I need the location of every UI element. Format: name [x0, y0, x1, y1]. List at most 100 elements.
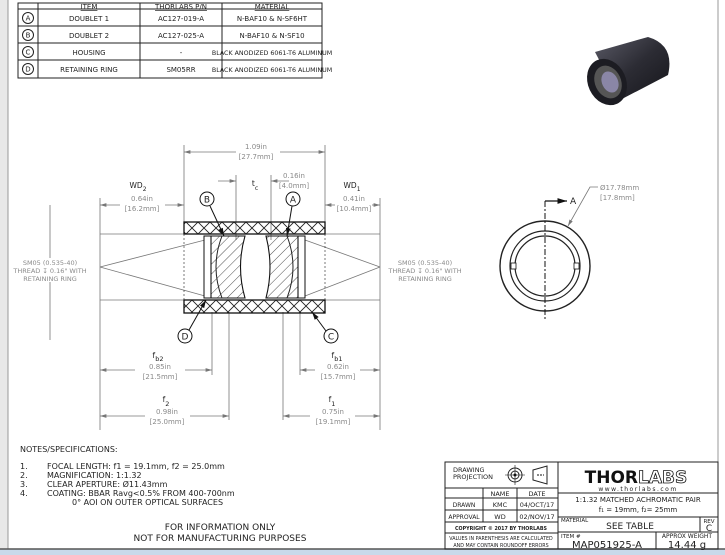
- wd1-label: WD1: [343, 181, 360, 193]
- drawn-date: 04/OCT/17: [520, 501, 555, 509]
- section-view: B A D C 1.09in [27.7mm] WD2 0.64in [16.2…: [12, 143, 462, 430]
- diameter-alt-label: [17.8mm]: [600, 194, 635, 202]
- f1-label: f1: [329, 395, 336, 408]
- balloon-b: B: [199, 191, 225, 237]
- note-1: FOCAL LENGTH: f1 = 19.1mm, f2 = 25.0mm: [47, 462, 225, 471]
- svg-text:THOR: THOR: [585, 468, 638, 488]
- housing-top-wall: [183, 221, 326, 235]
- thread-note-right: SM05 (0.535-40) THREAD ↧ 0.16" WITH RETA…: [387, 259, 461, 283]
- note-4: COATING: BBAR Ravg<0.5% FROM 400-700nm: [47, 489, 235, 498]
- bom-row-c: C HOUSING - BLACK ANODIZED 6061-T6 ALUMI…: [22, 46, 332, 58]
- svg-text:APPROX WEIGHT: APPROX WEIGHT: [662, 533, 713, 540]
- left-margin: [0, 0, 8, 555]
- svg-text:RETAINING RING: RETAINING RING: [23, 275, 77, 283]
- balloon-d: D: [177, 299, 207, 344]
- website: www.thorlabs.com: [598, 486, 677, 493]
- tc-in: 0.16in: [283, 172, 305, 180]
- row-pn: AC127-019-A: [158, 15, 204, 23]
- approx-weight: 14.44 g: [668, 540, 706, 551]
- svg-text:A: A: [290, 196, 297, 206]
- balloon-c: C: [311, 311, 339, 344]
- f1-mm: [19.1mm]: [316, 418, 351, 426]
- tc-label: tc: [252, 179, 258, 192]
- svg-text:MATERIAL: MATERIAL: [561, 518, 589, 524]
- row-item: DOUBLET 2: [69, 32, 109, 40]
- svg-text:SM05 (0.535-40): SM05 (0.535-40): [398, 259, 452, 267]
- row-id: C: [26, 49, 31, 57]
- svg-text:THREAD ↧ 0.16" WITH: THREAD ↧ 0.16" WITH: [12, 267, 86, 275]
- copyright: COPYRIGHT © 2017 BY THORLABS: [455, 526, 547, 532]
- svg-text:PROJECTION: PROJECTION: [453, 473, 493, 481]
- svg-text:DRAWN: DRAWN: [453, 502, 476, 509]
- wd2-label: WD2: [129, 181, 146, 193]
- approved-by: WD: [494, 513, 505, 521]
- product-render: [587, 37, 670, 106]
- svg-text:VALUES IN PARENTHESIS ARE CALC: VALUES IN PARENTHESIS ARE CALCULATED: [449, 536, 553, 542]
- note-3: CLEAR APERTURE: Ø11.43mm: [47, 479, 168, 489]
- row-material: BLACK ANODIZED 6061-T6 ALUMINUM: [212, 67, 332, 74]
- notes-title: NOTES/SPECIFICATIONS:: [20, 445, 118, 454]
- title-block: DRAWING PROJECTION NAME DATE DRAWN KMC 0…: [444, 461, 719, 551]
- approval-date: 02/NOV/17: [519, 513, 554, 521]
- wd1-mm: [10.4mm]: [337, 205, 372, 213]
- svg-text:1.: 1.: [20, 462, 28, 471]
- diameter-label: Ø17.78mm: [600, 184, 639, 192]
- focal-lengths: f₁ = 19mm, f₂= 25mm: [599, 506, 678, 514]
- balloon-a: A: [285, 191, 301, 237]
- disclaimer-2: NOT FOR MANUFACTURING PURPOSES: [134, 534, 307, 544]
- fb2-in: 0.85in: [149, 363, 171, 371]
- material-value: SEE TABLE: [606, 522, 654, 532]
- svg-text:AND MAY CONTAIN ROUNDOFF ERROR: AND MAY CONTAIN ROUNDOFF ERRORS: [453, 543, 548, 549]
- drawn-by: KMC: [493, 501, 508, 509]
- note-2: MAGNIFICATION: 1:1.32: [47, 471, 142, 480]
- row-id: B: [26, 32, 31, 40]
- doublet-2-lens: [210, 235, 246, 299]
- third-angle-projection-icon: [505, 465, 548, 485]
- bom-row-b: B DOUBLET 2 AC127-025-A N-BAF10 & N-SF10: [22, 29, 305, 41]
- svg-text:ITEM #: ITEM #: [561, 534, 581, 540]
- row-material: BLACK ANODIZED 6061-T6 ALUMINUM: [212, 50, 332, 57]
- row-id: A: [26, 15, 31, 23]
- thread-note-left: SM05 (0.535-40) THREAD ↧ 0.16" WITH RETA…: [12, 259, 86, 283]
- svg-text:3.: 3.: [20, 480, 28, 489]
- wd1-in: 0.41in: [343, 195, 365, 203]
- fb1-in: 0.62in: [327, 363, 349, 371]
- note-4-cont: 0° AOI ON OUTER OPTICAL SURFACES: [72, 498, 223, 507]
- bom-row-d: D RETAINING RING SM05RR BLACK ANODIZED 6…: [22, 63, 332, 75]
- fb2-label: fb2: [153, 351, 164, 363]
- projection-label: DRAWING: [453, 466, 485, 474]
- wd2-in: 0.64in: [131, 195, 153, 203]
- f2-label: f2: [163, 395, 170, 408]
- f2-in: 0.98in: [156, 408, 178, 416]
- svg-text:D: D: [182, 333, 189, 343]
- notes: NOTES/SPECIFICATIONS: 1. FOCAL LENGTH: f1…: [20, 445, 307, 544]
- retaining-ring-right: [297, 235, 306, 299]
- svg-text:THREAD ↧ 0.16" WITH: THREAD ↧ 0.16" WITH: [387, 267, 461, 275]
- bottom-bar: [0, 549, 725, 555]
- doublet-1-lens: [265, 235, 299, 299]
- row-material: N-BAF10 & N-SF10: [239, 32, 304, 40]
- row-id: D: [25, 66, 30, 74]
- svg-text:C: C: [328, 333, 334, 343]
- overall-length-mm: [27.7mm]: [239, 153, 274, 161]
- svg-text:LABS: LABS: [638, 468, 687, 488]
- wd2-mm: [16.2mm]: [125, 205, 160, 213]
- overall-length-in: 1.09in: [245, 143, 267, 151]
- svg-text:SM05 (0.535-40): SM05 (0.535-40): [23, 259, 77, 267]
- f2-mm: [25.0mm]: [150, 418, 185, 426]
- svg-text:2.: 2.: [20, 471, 28, 480]
- svg-text:4.: 4.: [20, 489, 28, 498]
- end-view: A Ø17.78mm [17.8mm]: [499, 184, 639, 320]
- header-material: MATERIAL: [255, 3, 290, 11]
- fb2-mm: [21.5mm]: [143, 373, 178, 381]
- row-item: HOUSING: [72, 49, 105, 57]
- svg-text:B: B: [204, 196, 210, 206]
- svg-text:RETAINING RING: RETAINING RING: [398, 275, 452, 283]
- section-label: A: [570, 197, 577, 207]
- bom-row-a: A DOUBLET 1 AC127-019-A N-BAF10 & N-SF6H…: [22, 12, 308, 24]
- item-number: MAP051925-A: [572, 540, 642, 551]
- svg-text:APPROVAL: APPROVAL: [448, 514, 480, 521]
- tc-mm: [4.0mm]: [279, 182, 310, 190]
- thorlabs-logo: THOR LABS www.thorlabs.com: [585, 468, 688, 493]
